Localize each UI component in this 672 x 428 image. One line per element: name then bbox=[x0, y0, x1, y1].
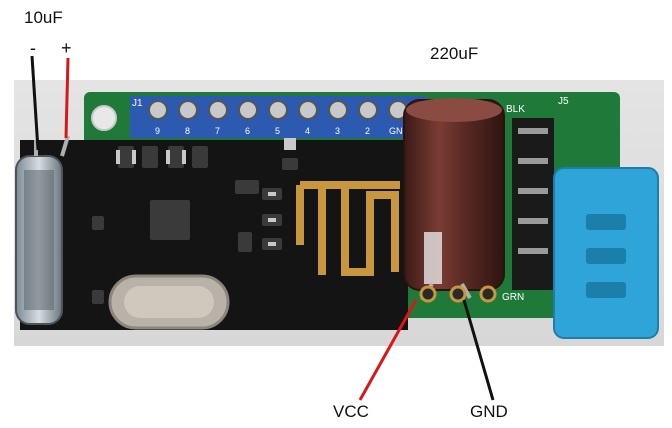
positive-terminal-label: + bbox=[61, 38, 72, 58]
capacitor-polarity-stripe bbox=[424, 232, 442, 284]
trace-antenna bbox=[296, 181, 400, 276]
gnd-label: GND bbox=[470, 402, 508, 421]
solder-pad bbox=[449, 285, 467, 303]
large-capacitor-220uf bbox=[403, 99, 505, 291]
right-pin-header bbox=[512, 118, 554, 290]
pin-label: 8 bbox=[185, 126, 190, 136]
pin-label: 9 bbox=[155, 126, 160, 136]
header-pin-labels: 9 8 7 6 5 4 3 2 GN J1 bbox=[132, 98, 403, 136]
vcc-wire bbox=[358, 299, 418, 401]
pin-label: 2 bbox=[365, 126, 370, 136]
j5-label: J5 bbox=[558, 96, 569, 107]
right-header-pins bbox=[518, 128, 548, 254]
j1-label: J1 bbox=[132, 98, 143, 109]
smd-components bbox=[92, 146, 298, 304]
solder-pad bbox=[479, 285, 497, 303]
pin-label: 5 bbox=[275, 126, 280, 136]
gnd-wire bbox=[462, 299, 495, 401]
vcc-label: VCC bbox=[333, 402, 369, 421]
negative-terminal-label: - bbox=[30, 38, 36, 58]
blk-label: BLK bbox=[506, 104, 525, 115]
small-capacitor-leads bbox=[34, 135, 70, 157]
pin-label: GN bbox=[389, 126, 403, 136]
pin-label: 4 bbox=[305, 126, 310, 136]
pin-label: 7 bbox=[215, 126, 220, 136]
sensor-vents bbox=[586, 214, 626, 298]
negative-wire bbox=[30, 55, 40, 151]
pin-label: 3 bbox=[335, 126, 340, 136]
grn-label: GRN bbox=[502, 292, 524, 303]
pin-label: 6 bbox=[245, 126, 250, 136]
small-capacitor-sleeve bbox=[24, 170, 54, 310]
solder-pad bbox=[419, 285, 437, 303]
large-capacitor-top bbox=[406, 98, 502, 122]
positive-wire bbox=[64, 57, 70, 139]
capacitor-10uf-label: 10uF bbox=[24, 8, 63, 27]
header-pins bbox=[148, 100, 408, 120]
crystal-top bbox=[124, 286, 214, 318]
mounting-hole bbox=[91, 105, 117, 131]
module-pads bbox=[116, 138, 296, 246]
capacitor-220uf-label: 220uF bbox=[430, 44, 479, 63]
